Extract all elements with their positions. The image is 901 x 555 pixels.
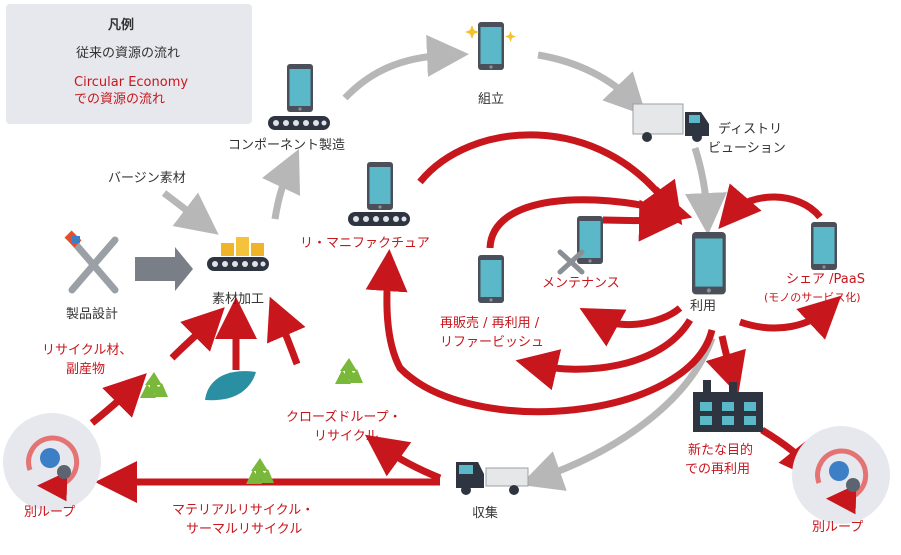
- remanufacture-label: リ・マニファクチュア: [300, 236, 430, 251]
- component-mfg-label: コンポーネント製造: [228, 138, 346, 153]
- legend: 凡例 従来の資源の流れ Circular Economy での資源の流れ: [6, 4, 252, 124]
- delivery-truck-icon: [632, 103, 709, 142]
- maintenance-icon: [557, 216, 603, 275]
- circular-flow-arrows: [89, 131, 842, 503]
- distribution-label-2: ビューション: [708, 141, 786, 156]
- conventional-flow-arrows: [161, 34, 728, 491]
- use-label: 利用: [690, 299, 717, 314]
- factory-icon: [693, 380, 763, 432]
- new-purpose-label-2: での再利用: [685, 462, 751, 477]
- closed-loop-label-2: リサイクル: [314, 429, 379, 444]
- assembly-smartphone-icon: [465, 22, 516, 70]
- material-processing-icon: [207, 237, 269, 271]
- material-processing-label: 素材加工: [212, 292, 265, 307]
- legend-conventional-label: 従来の資源の流れ: [76, 46, 181, 61]
- use-smartphone-icon: [692, 232, 726, 295]
- collection-truck-icon: [456, 462, 529, 495]
- product-design-tools-icon: [64, 230, 119, 294]
- leaf-icon: [205, 371, 256, 401]
- share-label-2: (モノのサービス化): [764, 291, 861, 304]
- maintenance-label: メンテナンス: [542, 276, 620, 291]
- closed-loop-recycle-icon: [335, 358, 363, 384]
- share-smartphone-icon: [811, 222, 837, 270]
- resale-label-1: 再販売 / 再利用 /: [440, 316, 540, 331]
- other-loop-left-icon: [3, 413, 101, 511]
- recycled-material-label-2: 副産物: [66, 362, 106, 377]
- other-loop-right-label: 別ループ: [812, 520, 864, 535]
- distribution-label-1: ディストリ: [718, 122, 783, 137]
- legend-circular-line1: Circular Economy: [74, 75, 189, 90]
- recycled-material-label-1: リサイクル材、: [42, 343, 133, 358]
- other-loop-left-label: 別ループ: [24, 505, 76, 520]
- material-recycle-label-2: サーマルリサイクル: [186, 522, 303, 537]
- resale-label-2: リファービッシュ: [440, 335, 545, 350]
- other-loop-right-icon: [792, 426, 890, 524]
- recycle-icon: [140, 372, 168, 398]
- design-to-material-arrow-icon: [135, 247, 193, 291]
- remanufacture-icon: [348, 162, 410, 226]
- legend-circular-line2: での資源の流れ: [74, 92, 166, 107]
- collection-label: 収集: [472, 506, 499, 521]
- closed-loop-label-1: クローズドループ・: [286, 410, 402, 425]
- assembly-label: 組立: [478, 92, 505, 107]
- component-mfg-icon: [268, 64, 330, 130]
- legend-title: 凡例: [108, 18, 135, 33]
- legend-circular-label: Circular Economy での資源の流れ: [74, 74, 188, 108]
- resale-smartphone-icon: [478, 255, 504, 303]
- product-design-label: 製品設計: [66, 307, 119, 322]
- share-label-1: シェア /PaaS: [786, 272, 865, 287]
- material-recycle-label-1: マテリアルリサイクル・: [172, 503, 315, 518]
- material-recycle-icon: [246, 458, 274, 484]
- virgin-material-label: バージン素材: [108, 171, 186, 186]
- new-purpose-label-1: 新たな目的: [688, 443, 754, 458]
